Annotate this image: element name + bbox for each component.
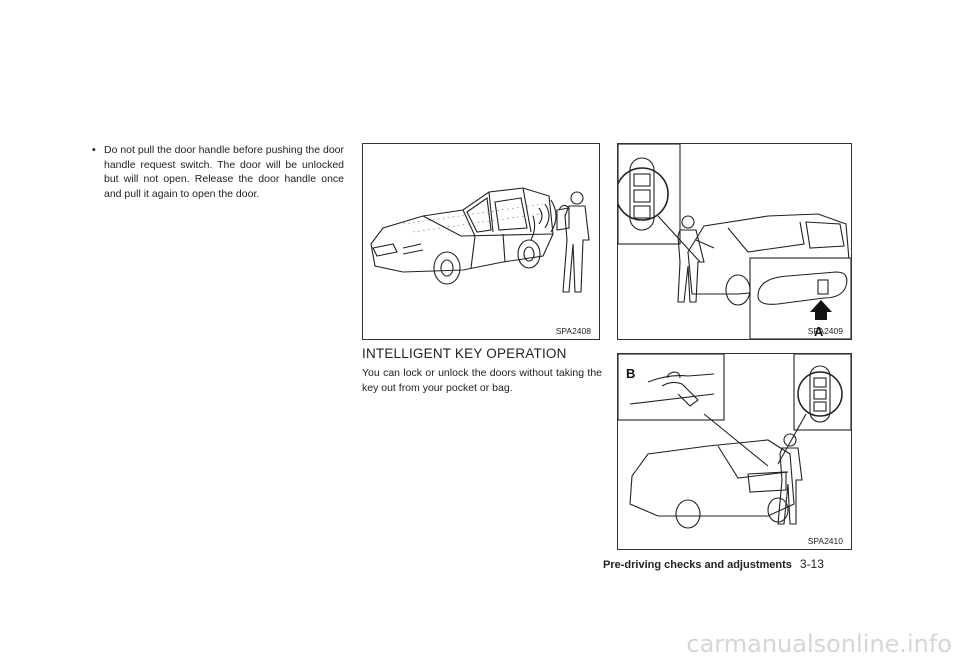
watermark: carmanualsonline.info: [686, 630, 952, 658]
car-with-person-illustration: [370, 187, 590, 293]
callout-b: B: [626, 366, 635, 381]
page-number: 3-13: [799, 557, 824, 571]
page-footer: Pre-driving checks and adjustments 3-13: [603, 557, 824, 571]
tailgate-key-illustration: B: [618, 354, 851, 529]
figure-spa2410: B SPA2410: [617, 353, 852, 550]
section-heading: INTELLIGENT KEY OPERATION: [362, 346, 567, 361]
figure-spa2409: A SPA2409: [617, 143, 852, 340]
figure-spa2408: SPA2408: [362, 143, 600, 340]
bullet-text: Do not pull the door handle before pushi…: [104, 144, 344, 200]
figure-label: SPA2408: [555, 326, 591, 336]
footer-section-title: Pre-driving checks and adjustments: [603, 559, 792, 571]
key-door-handle-illustration: A: [618, 144, 851, 339]
figure-label: SPA2409: [807, 326, 843, 336]
bullet-paragraph: • Do not pull the door handle before pus…: [92, 143, 344, 201]
section-body: You can lock or unlock the doors without…: [362, 367, 602, 394]
figure-label: SPA2410: [807, 536, 843, 546]
bullet-marker: •: [92, 144, 96, 156]
callout-a: A: [814, 324, 824, 339]
